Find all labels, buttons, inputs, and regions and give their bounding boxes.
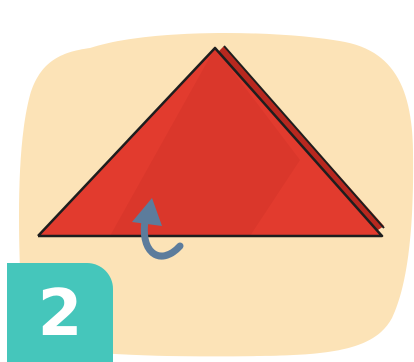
- step-number: 2: [38, 282, 83, 346]
- step-number-badge: 2: [7, 263, 113, 362]
